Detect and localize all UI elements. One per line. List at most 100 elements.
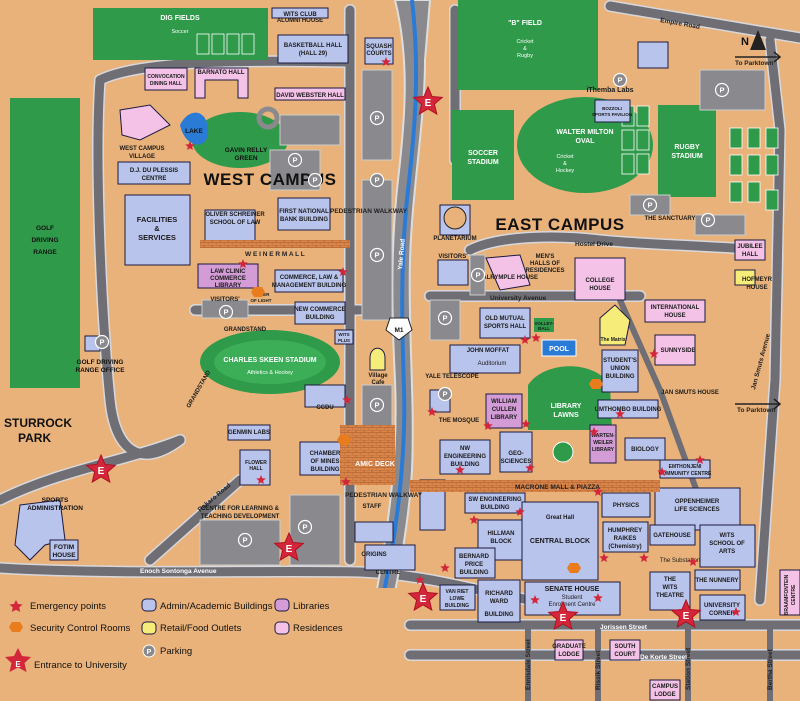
svg-text:SERVICES: SERVICES: [138, 233, 176, 242]
svg-text:E: E: [420, 594, 427, 605]
svg-text:(HALL 29): (HALL 29): [299, 51, 327, 57]
svg-text:(Chemistry): (Chemistry): [608, 544, 641, 550]
svg-text:P: P: [292, 156, 297, 165]
svg-text:LODGE: LODGE: [558, 652, 579, 658]
svg-text:WITS: WITS: [338, 332, 349, 337]
svg-text:P: P: [242, 536, 247, 545]
svg-text:GAVIN RELLY: GAVIN RELLY: [225, 147, 268, 154]
emergency-star-icon: [185, 141, 195, 150]
svg-text:E: E: [98, 466, 105, 477]
svg-text:Village: Village: [368, 373, 388, 379]
svg-text:SPORTS HALL: SPORTS HALL: [484, 324, 527, 330]
emergency-star-icon: [415, 575, 425, 584]
emergency-star-icon: [731, 607, 741, 616]
svg-text:BUILDING: BUILDING: [460, 570, 489, 576]
svg-text:SOUTH: SOUTH: [615, 644, 636, 650]
svg-text:HOUSE: HOUSE: [52, 552, 76, 559]
svg-text:CENTRE: CENTRE: [791, 584, 797, 605]
svg-text:TEACHING DEVELOPMENT: TEACHING DEVELOPMENT: [201, 514, 280, 520]
enoch-label: Enoch Sontonga Avenue: [140, 568, 217, 575]
emergency-star-icon: [525, 463, 535, 472]
retail-swatch-icon: [141, 621, 157, 635]
emergency-star-icon: [455, 465, 465, 474]
rissik-label: Rissik Street: [595, 650, 602, 690]
parking-icon: P: [369, 172, 385, 188]
to-parktown-right: To Parktown: [737, 407, 776, 414]
emergency-star-icon: [615, 409, 625, 418]
svg-text:VAN RIET: VAN RIET: [446, 589, 469, 595]
svg-text:P: P: [475, 271, 480, 280]
svg-text:M1: M1: [394, 327, 403, 334]
svg-text:RANGE OFFICE: RANGE OFFICE: [75, 367, 125, 374]
svg-text:Great Hall: Great Hall: [546, 515, 575, 521]
svg-text:Cafe: Cafe: [371, 380, 385, 386]
emergency-star-icon: [639, 553, 649, 562]
svg-text:P: P: [705, 216, 710, 225]
emergency-star-icon: [688, 557, 698, 566]
svg-text:The Matrix: The Matrix: [600, 337, 625, 343]
svg-text:INTERNATIONAL: INTERNATIONAL: [651, 305, 700, 311]
svg-text:"B" FIELD: "B" FIELD: [508, 20, 542, 27]
svg-text:P: P: [374, 251, 379, 260]
svg-text:Entrance to University: Entrance to University: [34, 660, 127, 671]
svg-text:OPPENHEIMER: OPPENHEIMER: [675, 499, 720, 505]
svg-text:OLD MUTUAL: OLD MUTUAL: [485, 316, 525, 322]
svg-text:P: P: [374, 176, 379, 185]
east-campus-label: EAST CAMPUS: [495, 215, 624, 234]
svg-text:CENTRE: CENTRE: [142, 176, 167, 182]
svg-text:STUDENT'S: STUDENT'S: [603, 358, 637, 364]
svg-text:WEST CAMPUS: WEST CAMPUS: [120, 146, 165, 152]
svg-text:SOCCER: SOCCER: [468, 150, 498, 157]
parking-icon: P: [437, 386, 453, 402]
svg-text:UNIVERSITY: UNIVERSITY: [704, 603, 740, 609]
svg-text:DIG FIELDS: DIG FIELDS: [160, 15, 200, 22]
svg-text:ARTS: ARTS: [719, 549, 735, 555]
svg-text:&: &: [563, 161, 567, 167]
parking-icon: [142, 644, 156, 658]
svg-text:OVAL: OVAL: [576, 138, 596, 145]
svg-text:P: P: [302, 523, 307, 532]
svg-text:P: P: [223, 308, 228, 317]
entrance-star-icon: E: [407, 581, 439, 612]
svg-text:RANGE: RANGE: [33, 249, 57, 256]
legend-retail: Retail/Food Outlets: [141, 621, 242, 635]
ennisdale-label: Ennisdale Street: [525, 638, 532, 690]
svg-text:E: E: [15, 660, 21, 669]
entrance-star-icon: E: [412, 85, 444, 116]
legend-residences: Residences: [274, 621, 343, 635]
admin-buildings: [14, 7, 756, 623]
emergency-point-markers: [185, 57, 741, 616]
emergency-star-icon: [589, 427, 599, 436]
svg-text:HALL: HALL: [249, 466, 262, 472]
macrone-mall: MACRONE MALL & PIAZZA: [515, 484, 600, 491]
svg-text:SPORTS PAVILION: SPORTS PAVILION: [592, 112, 632, 117]
svg-text:WARD: WARD: [490, 599, 509, 605]
svg-text:GOLF DRIVING: GOLF DRIVING: [77, 359, 124, 366]
svg-text:BALL: BALL: [538, 326, 550, 331]
emergency-star-icon: [381, 57, 391, 66]
svg-text:BUILDING: BUILDING: [306, 315, 335, 321]
volleyball-court: [534, 318, 554, 332]
legend-admin: Admin/Academic Buildings: [141, 598, 273, 612]
entrance-star-icon: E: [670, 598, 702, 629]
svg-text:HOUSE: HOUSE: [746, 285, 767, 291]
m1-badge: M1: [385, 317, 413, 341]
svg-text:LIFE SCIENCES: LIFE SCIENCES: [674, 507, 719, 513]
svg-text:P: P: [442, 390, 447, 399]
svg-text:BUILDING: BUILDING: [451, 462, 480, 468]
svg-text:CHARLES SKEEN STADIUM: CHARLES SKEEN STADIUM: [223, 357, 316, 364]
svg-text:ADMINISTRATION: ADMINISTRATION: [27, 505, 83, 512]
parking-icon: P: [237, 532, 253, 548]
residence-buildings: [119, 67, 800, 701]
svg-text:HILLMAN: HILLMAN: [488, 531, 515, 537]
svg-text:VISITORS': VISITORS': [438, 254, 468, 260]
svg-text:COMMUNITY CENTRE: COMMUNITY CENTRE: [659, 471, 712, 477]
svg-text:Emergency points: Emergency points: [30, 601, 106, 612]
svg-text:Libraries: Libraries: [293, 601, 330, 612]
svg-text:CONVOCATION: CONVOCATION: [147, 74, 185, 80]
svg-text:NEW COMMERCE: NEW COMMERCE: [294, 307, 345, 313]
svg-text:JUBILEE: JUBILEE: [737, 244, 762, 250]
svg-text:JAN SMUTS HOUSE: JAN SMUTS HOUSE: [661, 390, 719, 396]
b-field: [458, 0, 598, 90]
svg-text:P: P: [374, 401, 379, 410]
